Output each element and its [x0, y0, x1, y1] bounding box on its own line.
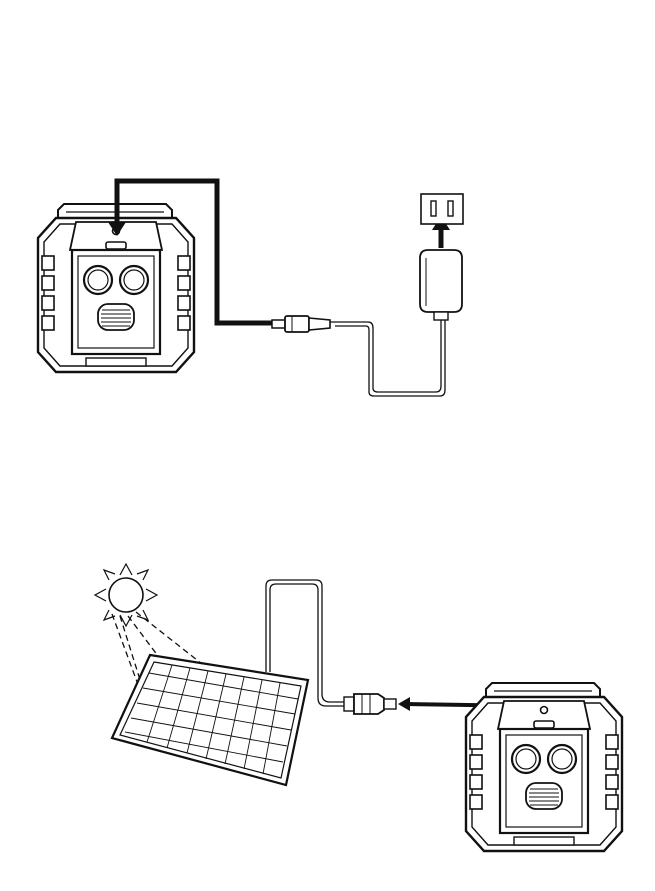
device-bottom — [466, 683, 622, 851]
cable-connector — [344, 694, 396, 714]
ac-adapter — [420, 250, 462, 320]
wall-outlet — [421, 194, 463, 224]
solar-panel — [112, 655, 308, 785]
adapter-cord — [330, 318, 445, 396]
barrel-plug — [272, 316, 330, 332]
sun-icon — [95, 564, 157, 626]
